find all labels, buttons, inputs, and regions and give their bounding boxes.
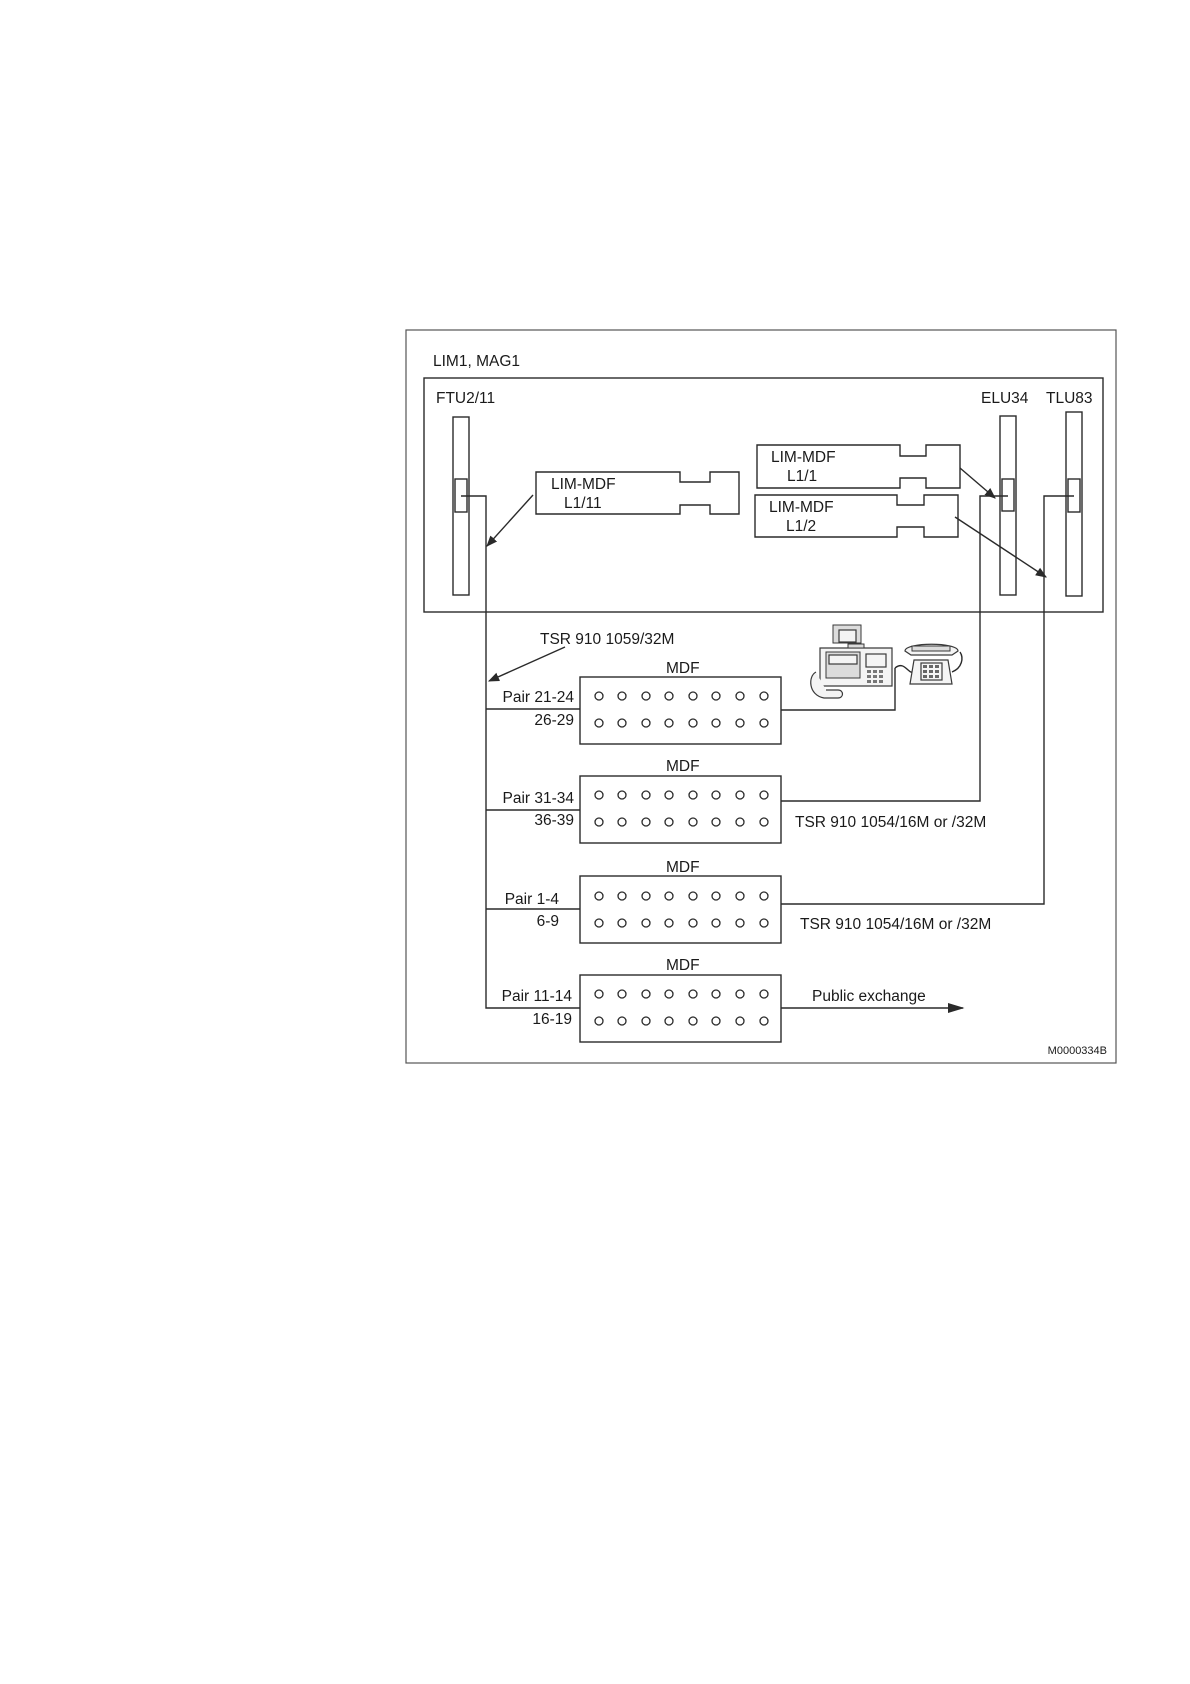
- public-exchange-label: Public exchange: [812, 988, 926, 1005]
- mdf-block-4: [580, 975, 781, 1042]
- mdf-block-1: [580, 677, 781, 744]
- mdf-label-2: MDF: [666, 758, 700, 775]
- mdf-label-3: MDF: [666, 859, 700, 876]
- mdf-label-1: MDF: [666, 660, 700, 677]
- pair-label-1-bottom: 26-29: [534, 712, 574, 729]
- lim-mdf-l1-1-pos: L1/1: [787, 468, 817, 485]
- pair-label-4-top: Pair 11-14: [502, 988, 573, 1005]
- pair-label-3-top: Pair 1-4: [505, 891, 560, 908]
- board-elu-connector: [1002, 479, 1014, 511]
- lim-mdf-l1-11-name: LIM-MDF: [551, 476, 616, 493]
- lim-mdf-l1-11-pos: L1/11: [564, 495, 602, 512]
- board-label-elu: ELU34: [981, 390, 1029, 407]
- lim-mdf-l1-2-name: LIM-MDF: [769, 499, 834, 516]
- cable-main-label: TSR 910 1059/32M: [540, 631, 674, 648]
- mdf-label-4: MDF: [666, 957, 700, 974]
- board-label-tlu: TLU83: [1046, 390, 1093, 407]
- pair-label-1-top: Pair 21-24: [502, 689, 574, 706]
- lim-mdf-l1-2-pos: L1/2: [786, 518, 816, 535]
- pair-label-4-bottom: 16-19: [532, 1011, 572, 1028]
- figure-id: M0000334B: [1048, 1045, 1107, 1057]
- cable-label-2: TSR 910 1054/16M or /32M: [795, 814, 986, 831]
- enclosure-label: LIM1, MAG1: [433, 353, 520, 370]
- board-label-ftu: FTU2/11: [436, 390, 495, 407]
- mdf-block-2: [580, 776, 781, 843]
- mdf-block-3: [580, 876, 781, 943]
- lim-mdf-l1-1-name: LIM-MDF: [771, 449, 836, 466]
- pair-label-2-bottom: 36-39: [534, 812, 574, 829]
- pair-label-3-bottom: 6-9: [537, 913, 559, 930]
- pair-label-2-top: Pair 31-34: [502, 790, 574, 807]
- cable-label-3: TSR 910 1054/16M or /32M: [800, 916, 991, 933]
